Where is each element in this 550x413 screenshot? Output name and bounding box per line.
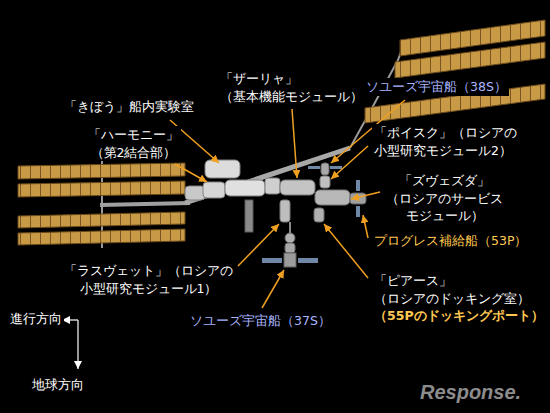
progress-panel xyxy=(356,206,360,217)
radiator xyxy=(245,200,253,232)
module xyxy=(185,186,205,200)
soyuz-panel xyxy=(262,258,282,263)
solar-array xyxy=(18,212,185,228)
harmony-module xyxy=(203,182,225,198)
module-label: 「きぼう」船内実験室 xyxy=(62,98,196,116)
poisk-module xyxy=(320,176,330,188)
leader-line xyxy=(175,164,207,182)
zvezda-module xyxy=(315,190,350,205)
solar-array xyxy=(18,163,185,179)
leader-line xyxy=(238,224,279,266)
solar-array xyxy=(18,181,185,197)
spacecraft-label: プログレス補給船（53P） xyxy=(372,232,529,250)
leader-line xyxy=(363,215,368,238)
solar-array xyxy=(18,229,185,245)
module-label: 「ラスヴェット」（ロシアの 小型研究モジュール1） xyxy=(62,262,235,297)
module-label: 「ザーリャ」 （基本機能モジュール） xyxy=(218,70,365,105)
soyuz-service-module xyxy=(284,253,296,267)
watermark: Response. xyxy=(418,378,523,406)
leader-line xyxy=(262,270,284,308)
direction-label: 進行方向 xyxy=(8,310,64,328)
leader-line xyxy=(331,146,368,179)
truss xyxy=(100,203,190,205)
node-module xyxy=(265,178,280,194)
soyuz-spacecraft xyxy=(321,163,329,175)
spacecraft-label: ソユーズ宇宙船（37S） xyxy=(188,312,333,330)
soyuz-panel xyxy=(330,166,342,169)
direction-arrow xyxy=(62,319,78,320)
direction-arrow xyxy=(77,320,78,369)
port-label: （55Pのドッキングポート） xyxy=(372,307,546,325)
direction-label: 地球方向 xyxy=(30,376,86,394)
soyuz-panel xyxy=(308,166,320,169)
leader-line xyxy=(292,109,297,178)
soyuz-orbital-module xyxy=(285,233,295,243)
progress-panel xyxy=(356,180,360,191)
lab-module xyxy=(225,180,265,196)
docking-link xyxy=(289,222,291,233)
rassvet-module xyxy=(280,200,290,222)
leader-line xyxy=(351,192,380,199)
module-label: 「ピアース」 （ロシアのドッキング室） xyxy=(372,272,532,307)
solar-array xyxy=(395,42,545,78)
module-label: 「ズヴェズダ」 （ロシアのサービス モジュール） xyxy=(384,172,505,225)
soyuz-descent-module xyxy=(285,243,295,253)
kibo-module xyxy=(205,160,240,178)
zarya-module xyxy=(280,180,315,195)
leader-line xyxy=(324,224,368,278)
pirs-module xyxy=(314,208,324,222)
spacecraft-label: ソユーズ宇宙船（38S） xyxy=(364,78,509,96)
module-label: 「ハーモニー」 （第2結合部） xyxy=(86,126,181,161)
soyuz-panel xyxy=(298,258,318,263)
module-label: 「ポイスク」（ロシアの 小型研究モジュール2） xyxy=(372,124,519,159)
